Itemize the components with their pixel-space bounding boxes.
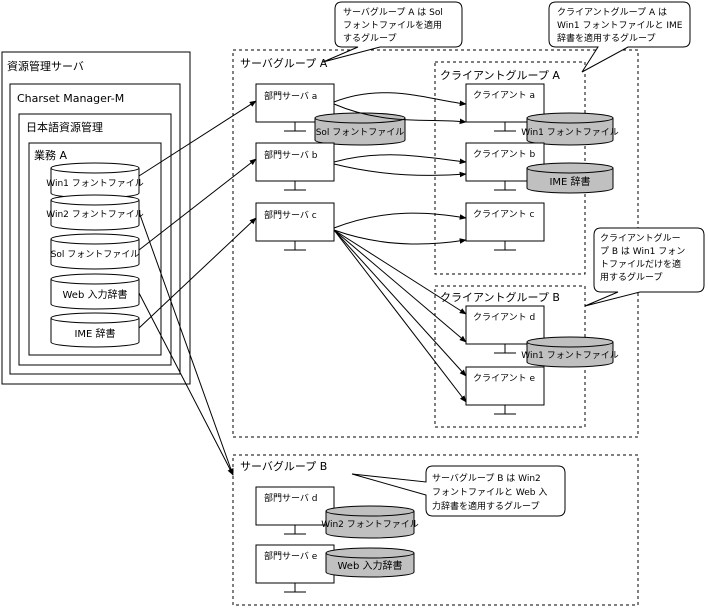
server-group-b: サーバグループ B 部門サーバ d Win2 フォントファイル 部門サーバ e … (232, 454, 639, 606)
callout-cg-a-line-3: 辞書を適用するグループ (557, 32, 655, 44)
client-e: クライアント e (465, 366, 545, 415)
dept-server-d: 部門サーバ d (255, 486, 335, 535)
arrow-server-c-to-client-e-1 (333, 229, 467, 377)
client-group-a: クライアントグループ A クライアント a Win1 フォントファイル クライア… (434, 61, 619, 275)
callout-sg-a-line-2: フォントファイルを適用 (343, 19, 442, 31)
callout-client-group-b: クライアントグルー プ B は Win1 フォン トファイルだけを適 用するグル… (584, 227, 705, 307)
ime-dict-deployed: IME 辞書 (526, 162, 614, 194)
arrow-server-c-to-client-c-1 (333, 212, 467, 229)
callout-cg-b-line-4: 用するグループ (600, 271, 662, 283)
dept-server-a-label: 部門サーバ a (264, 90, 317, 102)
callout-cg-b-line-1: クライアントグルー (600, 232, 681, 244)
arrow-server-c-to-client-e-2 (333, 229, 467, 403)
arrow-server-c-to-client-c-2 (333, 229, 467, 245)
dept-server-d-label: 部門サーバ d (264, 492, 317, 504)
server-group-a: サーバグループ A 部門サーバ a Sol フォントファイル 部門サーバ b 部… (232, 49, 639, 438)
client-group-a-title: クライアントグループ A (440, 68, 560, 82)
client-arrows (333, 92, 467, 403)
arrow-server-b-to-client-b (333, 154, 467, 165)
dept-server-e: 部門サーバ e (255, 544, 335, 593)
dept-server-e-label: 部門サーバ e (264, 550, 318, 562)
sol-font-deployed-label: Sol フォントファイル (316, 128, 405, 138)
callout-server-group-a: サーバグループ A は Sol フォントファイルを適用 するグループ (322, 1, 463, 63)
callout-cg-b-line-3: トファイルだけを適 (600, 258, 681, 270)
win2-font-cylinder: Win2 フォントファイル (46, 194, 144, 231)
web-dict-deployed: Web 入力辞書 (325, 547, 415, 578)
dept-server-c-label: 部門サーバ c (264, 209, 317, 221)
web-dict-label: Web 入力辞書 (63, 288, 128, 301)
callout-sg-a-line-3: するグループ (343, 32, 396, 44)
arrow-server-a-to-client-a-2 (333, 103, 467, 125)
win1-font-deployed-a-label: Win1 フォントファイル (521, 128, 619, 138)
win2-font-deployed: Win2 フォントファイル (321, 505, 419, 539)
server-group-a-title: サーバグループ A (240, 56, 328, 70)
ime-dict-cylinder: IME 辞書 (50, 312, 140, 348)
callout-sg-b-line-3: 力辞書を適用するグループ (432, 500, 539, 512)
arrow-win2-to-group-b (138, 211, 234, 476)
sol-font-label: Sol フォントファイル (51, 250, 140, 260)
client-group-b: クライアントグループ B クライアント d Win1 フォントファイル クライア… (434, 285, 619, 428)
win1-font-cylinder: Win1 フォントファイル (46, 162, 144, 199)
resource-arrows (138, 100, 257, 476)
arrow-server-b-to-client-b-2 (333, 163, 467, 178)
win1-font-deployed-b-label: Win1 フォントファイル (521, 351, 619, 361)
resource-server-title: 資源管理サーバ (7, 59, 84, 73)
arrow-sol-to-server-b (138, 158, 257, 251)
callout-sg-b-line-1: サーバグループ B は Win2 (432, 472, 541, 484)
ime-dict-deployed-label: IME 辞書 (549, 175, 590, 188)
dept-server-c: 部門サーバ c (255, 202, 335, 251)
server-group-b-title: サーバグループ B (240, 459, 327, 473)
client-d-label: クライアント d (473, 312, 535, 323)
callout-cg-a-line-2: Win1 フォントファイルと IME (557, 20, 683, 31)
dept-server-b: 部門サーバ b (255, 142, 335, 191)
arrow-server-a-to-client-a (333, 92, 467, 107)
client-group-b-title: クライアントグループ B (440, 290, 560, 304)
win2-font-deployed-label: Win2 フォントファイル (321, 520, 419, 530)
callout-cg-a-line-1: クライアントグループ A は (557, 6, 667, 18)
callout-client-group-a: クライアントグループ A は Win1 フォントファイルと IME 辞書を適用す… (548, 1, 691, 73)
callout-sg-b-line-2: フォントファイルと Web 入 (432, 487, 547, 498)
arrow-server-c-to-client-d-1 (333, 229, 467, 315)
charset-manager-label: Charset Manager-M (17, 92, 124, 105)
client-a-label: クライアント a (473, 90, 535, 101)
client-b-label: クライアント b (473, 149, 536, 160)
arrow-web-to-group-b (138, 292, 234, 476)
win1-font-deployed-a: Win1 フォントファイル (521, 112, 619, 146)
arrow-server-c-to-client-d-2 (333, 229, 467, 343)
client-c: クライアント c (465, 202, 545, 251)
win1-font-label: Win1 フォントファイル (46, 179, 144, 189)
client-d: クライアント d (465, 305, 545, 354)
dept-server-b-label: 部門サーバ b (264, 149, 318, 161)
sol-font-deployed: Sol フォントファイル (314, 112, 406, 146)
win1-font-deployed-b: Win1 フォントファイル (521, 336, 619, 368)
resource-server-box: 資源管理サーバ Charset Manager-M 日本語資源管理 業務 A W… (1, 51, 191, 385)
web-dict-deployed-label: Web 入力辞書 (338, 559, 403, 572)
arrow-ime-to-server-c (138, 217, 257, 329)
client-c-label: クライアント c (473, 209, 535, 220)
business-label: 業務 A (34, 148, 67, 162)
callout-sg-a-line-1: サーバグループ A は Sol (343, 6, 443, 18)
client-e-label: クライアント e (473, 373, 536, 384)
web-dict-cylinder: Web 入力辞書 (50, 273, 140, 310)
ime-dict-label: IME 辞書 (74, 327, 115, 340)
sol-font-cylinder: Sol フォントファイル (50, 233, 140, 270)
jp-resource-mgmt-label: 日本語資源管理 (26, 120, 103, 134)
arrow-win1-to-server-a (138, 100, 257, 177)
callout-server-group-b: サーバグループ B は Win2 フォントファイルと Web 入 力辞書を適用す… (351, 465, 566, 517)
callout-cg-b-line-2: プ B は Win1 フォン (600, 246, 685, 257)
win2-font-label: Win2 フォントファイル (46, 210, 144, 220)
